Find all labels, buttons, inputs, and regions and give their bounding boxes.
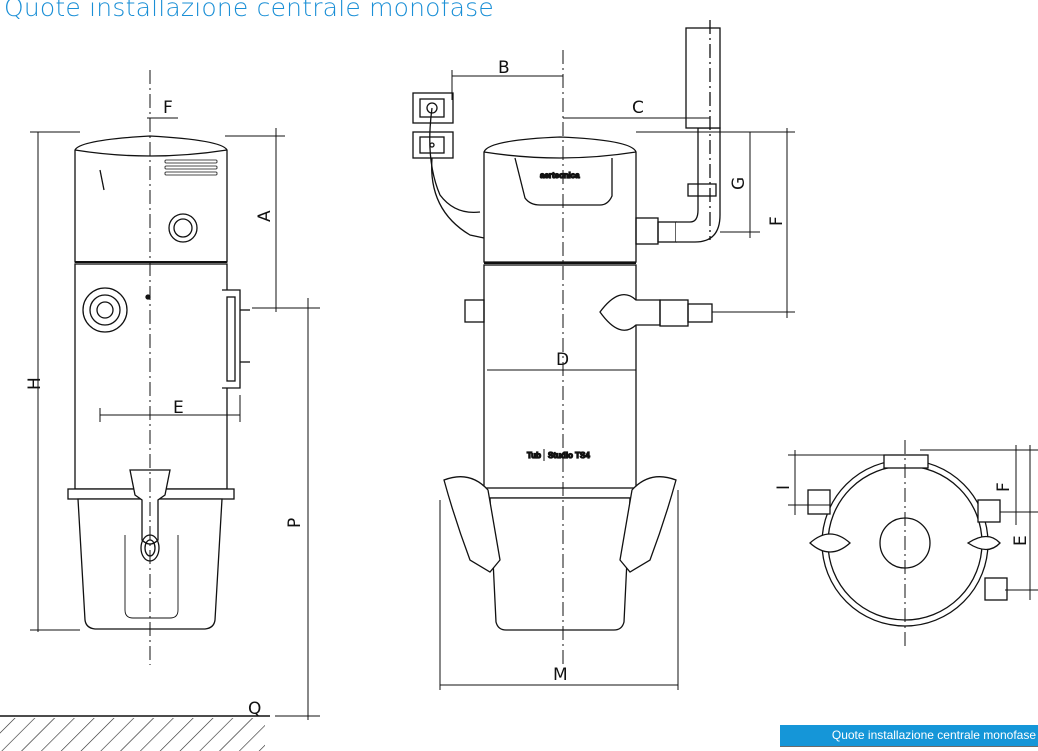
label-e-top: E (1011, 535, 1031, 546)
label-e-left: E (173, 398, 184, 418)
model-label: Tub (527, 451, 541, 460)
dimension-table-header: Quote installazione centrale monofase (780, 725, 1038, 746)
label-c: C (632, 98, 644, 118)
side-view-unit (67, 135, 250, 630)
side-view-dimensions (0, 70, 320, 720)
front-view-unit: aertecnica Tub Studio TS4 (412, 20, 721, 631)
label-f-right: F (767, 216, 787, 226)
front-logo: aertecnica (540, 171, 580, 180)
top-view-dimensions (788, 440, 1038, 650)
series-label: Studio TS4 (548, 451, 590, 460)
label-b: B (498, 58, 510, 78)
label-i: I (774, 485, 794, 490)
dimension-table (780, 746, 1038, 751)
label-p: P (285, 518, 305, 528)
label-q: Q (248, 699, 261, 719)
label-f-top: F (994, 482, 1014, 492)
floor-hatch (0, 718, 265, 751)
label-a: A (255, 210, 275, 222)
label-d: D (556, 350, 569, 370)
label-f-left: F (163, 98, 173, 118)
label-m: M (553, 665, 568, 685)
label-h: H (25, 377, 45, 390)
label-g: G (729, 177, 749, 190)
top-view-unit (807, 454, 1008, 627)
front-view-dimensions (439, 50, 795, 690)
page-title: Quote installazione centrale monofase (4, 0, 494, 22)
